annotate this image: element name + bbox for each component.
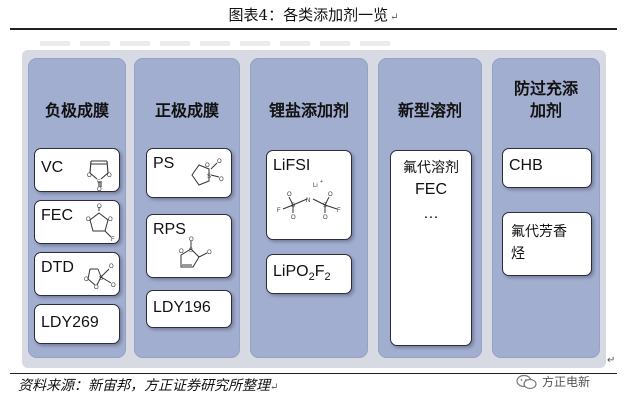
top-rule [10,28,617,30]
svg-text:O: O [323,215,328,221]
additive-label: DTD [41,259,74,276]
additive-label: LDY269 [41,314,99,331]
source-text: 资料来源：新宙邦，方正证券研究所整理 [18,378,270,394]
vc-structure-icon: O O C O [87,160,112,192]
svg-text:O: O [107,173,112,179]
additive-line: 烃 [511,246,525,262]
additive-card-ldy196: LDY196 [146,290,232,328]
additive-card-rps: RPS S O O O [146,214,232,278]
solvent-line: 氟代溶剂 [403,160,459,176]
svg-text:S: S [323,203,327,209]
additive-card-solvents: 氟代溶剂 FEC … [390,150,472,346]
svg-text:F: F [337,208,341,214]
additive-label: LDY196 [153,299,211,316]
additive-label: VC [41,159,64,176]
lifsi-structure-icon: N S S F F O O O O Li + [277,179,341,221]
paragraph-mark-icon: ↵ [270,382,279,393]
faded-text-strip [40,41,390,46]
additive-card-fluoro-aromatic: 氟代芳香 烃 [502,212,592,276]
additive-card-ps: PS S O O O [146,148,232,198]
column-anode-film: 负极成膜 VC O O C O FEC [28,58,126,358]
svg-text:F: F [277,208,281,214]
dtd-structure-icon: O O S O O [84,264,116,291]
svg-text:S: S [291,203,295,209]
additive-card-chb: CHB [502,148,592,188]
additive-label: CHB [509,157,543,174]
svg-text:O: O [189,237,194,243]
wechat-icon [516,374,537,389]
svg-text:O: O [219,177,224,183]
svg-text:O: O [207,250,212,256]
fec-structure-icon: O O O F [86,204,115,243]
svg-text:S: S [99,276,103,282]
svg-text:+: + [320,179,323,185]
figure-title: 图表4：各类添加剂一览↵ [0,4,627,26]
column-overcharge-protection: 防过充添 加剂 CHB 氟代芳香 烃 [492,58,600,358]
additive-label: LiPO2F2 [273,263,331,284]
svg-text:O: O [217,159,222,165]
svg-text:F: F [111,237,115,243]
svg-text:S: S [207,174,211,180]
svg-text:C: C [97,179,101,185]
svg-text:O: O [328,192,333,198]
additive-label: FEC [41,207,73,224]
watermark-text: 方正电新 [542,375,591,389]
svg-text:O: O [205,163,210,169]
additive-card-lifsi: LiFSI N S S F F O O O O [266,150,352,240]
column-title: 锂盐添加剂 [268,101,349,120]
svg-text:O: O [108,217,113,223]
svg-text:O: O [84,277,89,283]
svg-text:O: O [287,192,292,198]
svg-text:O: O [291,215,296,221]
source-note: 资料来源：新宙邦，方正证券研究所整理↵ [18,376,278,398]
solvent-line: FEC [415,181,447,198]
svg-text:S: S [189,248,193,254]
watermark: 方正电新 [516,373,590,390]
svg-text:O: O [97,187,102,192]
column-title-line: 防过充添 [513,79,578,98]
solvent-line: … [423,205,439,222]
column-lithium-salt: 锂盐添加剂 LiFSI N S S F F O O O [250,58,368,358]
additive-label: PS [153,155,175,172]
additive-card-lipo2f2: LiPO2F2 [266,254,352,294]
additive-label: LiFSI [273,157,311,174]
paragraph-mark-icon: ↵ [607,355,616,366]
additive-card-vc: VC O O C O [34,148,120,192]
additives-panel: 负极成膜 VC O O C O FEC [22,50,606,368]
column-title: 正极成膜 [154,101,219,120]
additive-card-ldy269: LDY269 [34,304,120,344]
svg-text:O: O [87,173,92,179]
svg-text:O: O [109,264,114,270]
svg-text:Li: Li [313,183,318,189]
additive-label: RPS [153,221,186,238]
svg-text:O: O [179,249,184,255]
additive-card-fec: FEC O O O F [34,200,120,244]
ps-structure-icon: S O O O [191,159,224,186]
additive-card-dtd: DTD O O S O O [34,252,120,296]
figure-title-text: 图表4：各类添加剂一览 [228,6,389,24]
svg-text:O: O [94,285,99,291]
svg-text:O: O [97,204,102,210]
paragraph-mark-icon: ↵ [390,12,399,23]
svg-text:N: N [306,198,310,204]
bottom-rule [10,373,617,374]
rps-structure-icon: S O O O [179,237,212,268]
column-new-solvent: 新型溶剂 氟代溶剂 FEC … [378,58,482,358]
svg-text:O: O [86,217,91,223]
additive-line: 氟代芳香 [511,224,567,240]
column-title-line: 加剂 [529,101,562,120]
column-title: 负极成膜 [44,101,109,120]
svg-text:O: O [111,283,116,289]
column-title: 新型溶剂 [397,101,462,120]
column-cathode-film: 正极成膜 PS S O O O RPS [134,58,240,358]
